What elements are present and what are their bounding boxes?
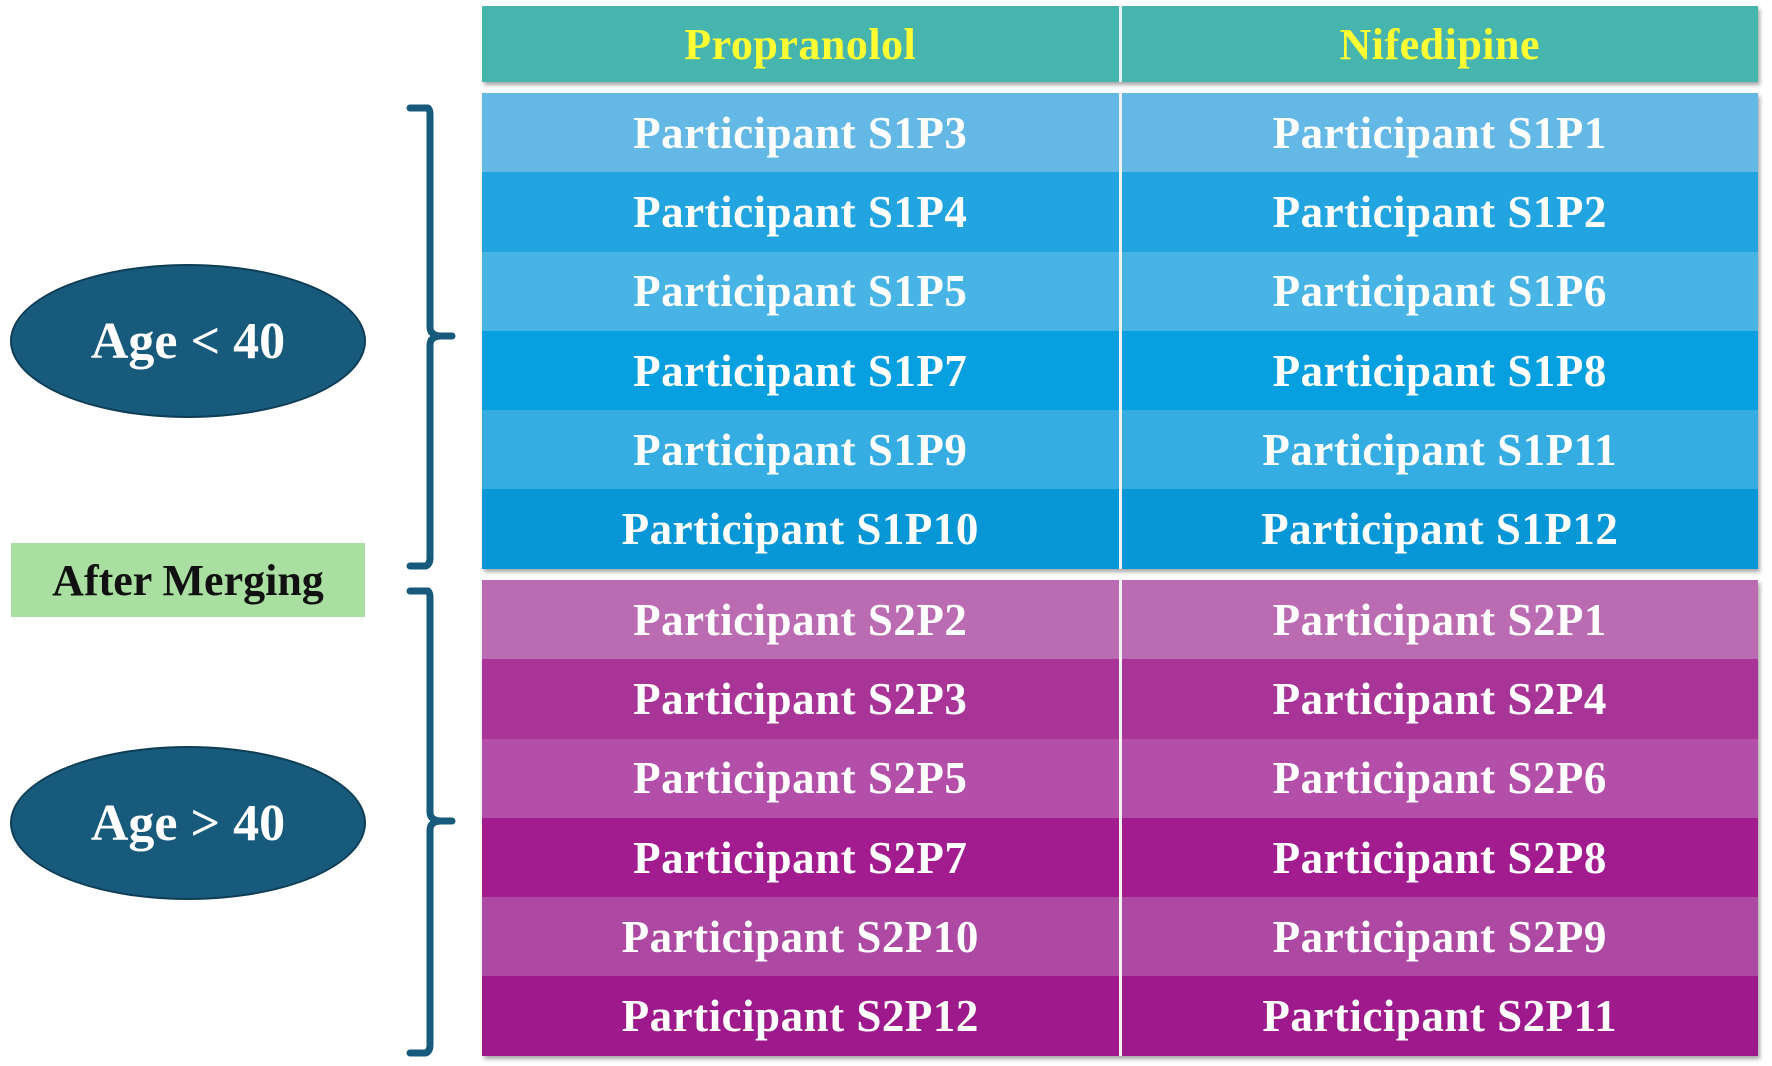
nifedipine-cell: Participant S2P11 xyxy=(1118,976,1759,1056)
nifedipine-cell: Participant S1P8 xyxy=(1118,330,1759,411)
table-row: Participant S1P3 Participant S1P1 xyxy=(482,93,1759,173)
nifedipine-cell: Participant S1P6 xyxy=(1118,251,1759,331)
brace-group-2 xyxy=(406,587,456,1057)
table-row: Participant S2P7 Participant S2P8 xyxy=(482,817,1759,898)
table-row: Participant S2P12 Participant S2P11 xyxy=(482,976,1759,1056)
age-over-40-label: Age > 40 xyxy=(10,746,366,900)
nifedipine-cell: Participant S1P11 xyxy=(1118,410,1759,490)
table-row: Participant S1P4 Participant S1P2 xyxy=(482,172,1759,252)
nifedipine-cell: Participant S2P9 xyxy=(1118,897,1759,977)
nifedipine-cell: Participant S2P4 xyxy=(1118,659,1759,739)
propranolol-cell: Participant S1P3 xyxy=(633,107,968,158)
propranolol-cell: Participant S2P3 xyxy=(633,673,968,724)
propranolol-cell: Participant S2P12 xyxy=(621,991,979,1042)
nifedipine-cell: Participant S1P1 xyxy=(1118,93,1759,173)
nifedipine-cell: Participant S2P1 xyxy=(1118,580,1759,660)
propranolol-cell: Participant S1P4 xyxy=(633,186,968,237)
table-row: Participant S2P2 Participant S2P1 xyxy=(482,580,1759,660)
propranolol-cell: Participant S1P7 xyxy=(633,345,968,396)
table-row: Participant S2P5 Participant S2P6 xyxy=(482,738,1759,818)
table-row: Participant S1P9 Participant S1P11 xyxy=(482,410,1759,490)
propranolol-cell: Participant S1P9 xyxy=(633,424,968,475)
propranolol-cell: Participant S2P5 xyxy=(633,753,968,804)
nifedipine-cell: Participant S2P6 xyxy=(1118,738,1759,818)
brace-group-1 xyxy=(406,104,456,570)
group-age-over-40-table: Participant S2P2 Participant S2P1 Partic… xyxy=(482,580,1758,1056)
after-merging-label: After Merging xyxy=(11,543,365,617)
column-header-nifedipine: Nifedipine xyxy=(1118,6,1759,82)
propranolol-cell: Participant S2P2 xyxy=(633,594,968,645)
propranolol-cell: Participant S1P10 xyxy=(621,504,979,555)
table-row: Participant S2P3 Participant S2P4 xyxy=(482,659,1759,739)
table-row: Participant S2P10 Participant S2P9 xyxy=(482,897,1759,977)
group-age-under-40-table: Participant S1P3 Participant S1P1 Partic… xyxy=(482,93,1758,569)
table-row: Participant S1P7 Participant S1P8 xyxy=(482,330,1759,411)
nifedipine-cell: Participant S1P12 xyxy=(1118,489,1759,569)
propranolol-cell: Participant S2P7 xyxy=(633,832,968,883)
nifedipine-cell: Participant S2P8 xyxy=(1118,817,1759,898)
nifedipine-cell: Participant S1P2 xyxy=(1118,172,1759,252)
propranolol-cell: Participant S2P10 xyxy=(621,911,979,962)
table-row: Participant S1P5 Participant S1P6 xyxy=(482,251,1759,331)
table-row: Participant S1P10 Participant S1P12 xyxy=(482,489,1759,569)
column-header-propranolol: Propranolol xyxy=(684,19,917,69)
table-header: Propranolol Nifedipine xyxy=(482,6,1758,82)
propranolol-cell: Participant S1P5 xyxy=(633,266,968,317)
age-under-40-label: Age < 40 xyxy=(10,264,366,418)
